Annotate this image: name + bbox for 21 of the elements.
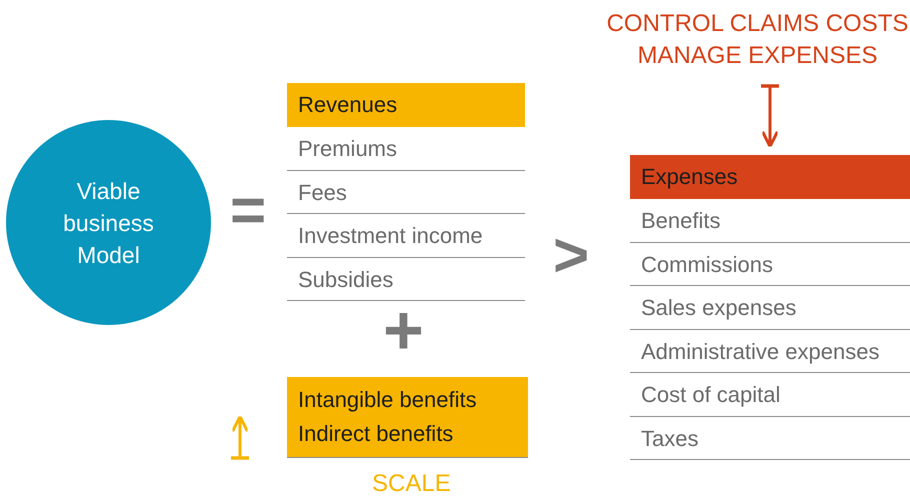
table-row: Premiums (287, 127, 525, 170)
table-row: Sales expenses (630, 286, 910, 330)
table-row: Administrative expenses (630, 330, 910, 373)
box-text: Intangible benefits (298, 386, 478, 414)
highlight-box (287, 377, 528, 458)
table-header: Expenses (630, 155, 910, 199)
table-header: Revenues (287, 83, 525, 127)
table-row: Cost of capital (630, 373, 910, 416)
table-row: Commissions (630, 242, 910, 286)
table-row: Fees (287, 170, 525, 214)
box-text: Indirect benefits (298, 420, 454, 448)
table-row: Subsidies (287, 258, 525, 301)
operator-symbol: > (553, 225, 590, 287)
arrow (759, 84, 781, 148)
heading-text: CONTROL CLAIMS COSTS MANAGE EXPENSES (605, 8, 910, 72)
scale-label: SCALE (372, 470, 451, 498)
node-text: Viable business Model (62, 176, 155, 270)
table-row: Investment income (287, 214, 525, 258)
table-row: Taxes (630, 416, 910, 460)
operator-symbol: = (230, 180, 266, 242)
table-row: Benefits (630, 199, 910, 242)
